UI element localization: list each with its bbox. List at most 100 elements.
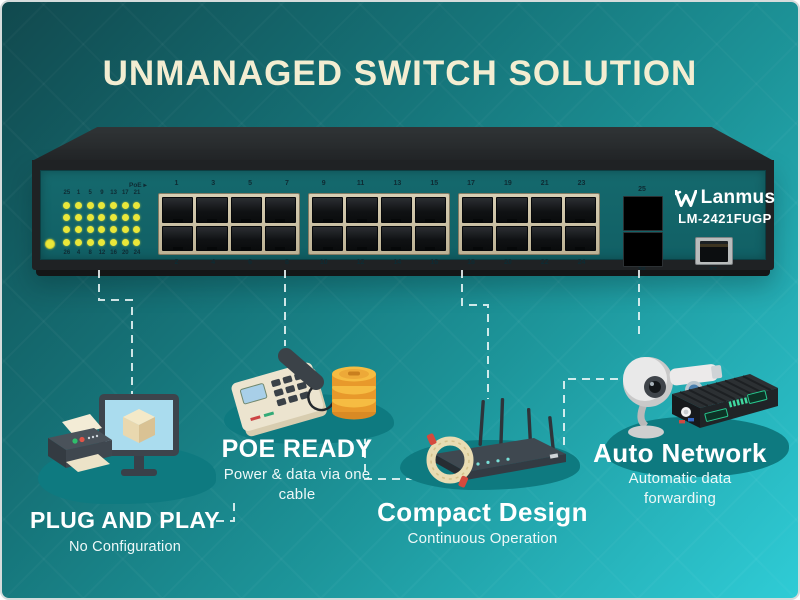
port-number: 1 <box>174 180 179 187</box>
led-label: 20 <box>121 250 129 257</box>
rj45-port <box>414 225 446 251</box>
led-indicator <box>121 201 129 209</box>
port-number: 5 <box>248 180 253 187</box>
camera-dvr-icon <box>623 357 778 439</box>
port-number: 13 <box>393 180 402 187</box>
brand-logo: Lanmus <box>669 187 781 209</box>
rj45-port <box>264 197 296 223</box>
led-indicator <box>110 238 118 246</box>
brand-name: Lanmus <box>700 187 776 208</box>
port-number: 12 <box>356 259 365 266</box>
router-cable-icon <box>426 398 566 488</box>
port-number: 6 <box>248 259 253 266</box>
rj45-port <box>414 197 446 223</box>
led-indicator <box>98 201 106 209</box>
led-indicator <box>121 238 129 246</box>
port-number: 9 <box>321 180 326 187</box>
rj45-port <box>162 225 194 251</box>
rj45-port-group <box>158 193 300 255</box>
feature-subtitle-compact-design: Continuous Operation <box>407 530 558 547</box>
rj45-port <box>496 225 528 251</box>
led-indicator <box>133 238 141 246</box>
port-number: 23 <box>577 180 586 187</box>
led-indicator <box>86 201 94 209</box>
sfp-port-25-label: 25 <box>638 186 646 193</box>
led-label: 1 <box>76 190 81 196</box>
led-label: 4 <box>76 250 81 257</box>
rj45-port <box>564 197 596 223</box>
rj45-port <box>530 225 562 251</box>
led-indicator <box>110 213 118 221</box>
led-indicator <box>98 226 106 234</box>
feature-title-poe-ready: POE READY <box>221 435 373 463</box>
feature-subtitle-auto-network: Automatic data forwarding <box>628 470 732 508</box>
port-number: 4 <box>211 259 216 266</box>
led-indicator <box>86 213 94 221</box>
rj45-port <box>380 225 412 251</box>
led-indicator <box>133 201 141 209</box>
port-number: 2 <box>174 259 179 266</box>
led-indicator <box>86 226 94 234</box>
led-indicator <box>63 226 71 234</box>
port-number: 20 <box>503 259 512 266</box>
led-label: 9 <box>100 190 104 196</box>
port-number: 11 <box>356 180 365 187</box>
rj45-port <box>264 225 296 251</box>
port-number: 24 <box>577 259 586 266</box>
led-label: 12 <box>98 250 106 257</box>
led-label: 13 <box>110 190 117 196</box>
led-indicator <box>75 201 83 209</box>
model-number: LM-2421FUGP <box>678 211 772 226</box>
rj45-port <box>162 197 194 223</box>
led-label: 17 <box>121 190 129 196</box>
led-grid <box>61 199 145 248</box>
rj45-port <box>346 197 378 223</box>
led-indicator <box>133 213 141 221</box>
port-number: 21 <box>540 180 549 187</box>
rj45-port <box>312 225 344 251</box>
led-label: 26 <box>63 250 71 257</box>
led-label: 5 <box>88 190 92 196</box>
led-label: 25 <box>63 190 71 196</box>
feature-title-compact-design: Compact Design <box>377 497 588 527</box>
rj45-port <box>196 197 228 223</box>
port-number: 14 <box>393 259 402 266</box>
led-indicator <box>133 226 141 234</box>
port-number: 18 <box>467 259 475 266</box>
led-indicator <box>63 238 71 246</box>
led-label: 24 <box>133 250 141 257</box>
poe-direction-label: PoE ▸ <box>129 182 147 189</box>
rj45-port <box>230 225 262 251</box>
port-number: 3 <box>211 180 216 187</box>
switch-bottom-edge <box>36 270 770 276</box>
page-title: UNMANAGED SWITCH SOLUTION <box>102 54 698 93</box>
port-number: 22 <box>540 259 549 266</box>
printer-monitor-icon <box>48 394 179 476</box>
rj45-port <box>230 197 262 223</box>
led-label: 8 <box>88 250 92 257</box>
led-indicator <box>86 238 94 246</box>
port-number: 17 <box>467 180 475 187</box>
port-number: 15 <box>430 180 439 187</box>
feature-subtitle-poe-ready: Power & data via one cable <box>223 466 371 504</box>
led-indicator <box>98 213 106 221</box>
port-number: 8 <box>284 259 289 266</box>
led-indicator <box>110 226 118 234</box>
led-indicator <box>110 201 118 209</box>
rj45-port <box>496 197 528 223</box>
led-indicator <box>98 238 106 246</box>
led-indicator <box>121 226 129 234</box>
feature-title-auto-network: Auto Network <box>593 438 767 468</box>
feature-subtitle-plug-and-play: No Configuration <box>68 539 181 555</box>
led-indicator <box>75 213 83 221</box>
rj45-port <box>196 225 228 251</box>
phone-coins-icon <box>231 348 376 437</box>
led-indicator <box>75 238 83 246</box>
rj45-port <box>564 225 596 251</box>
